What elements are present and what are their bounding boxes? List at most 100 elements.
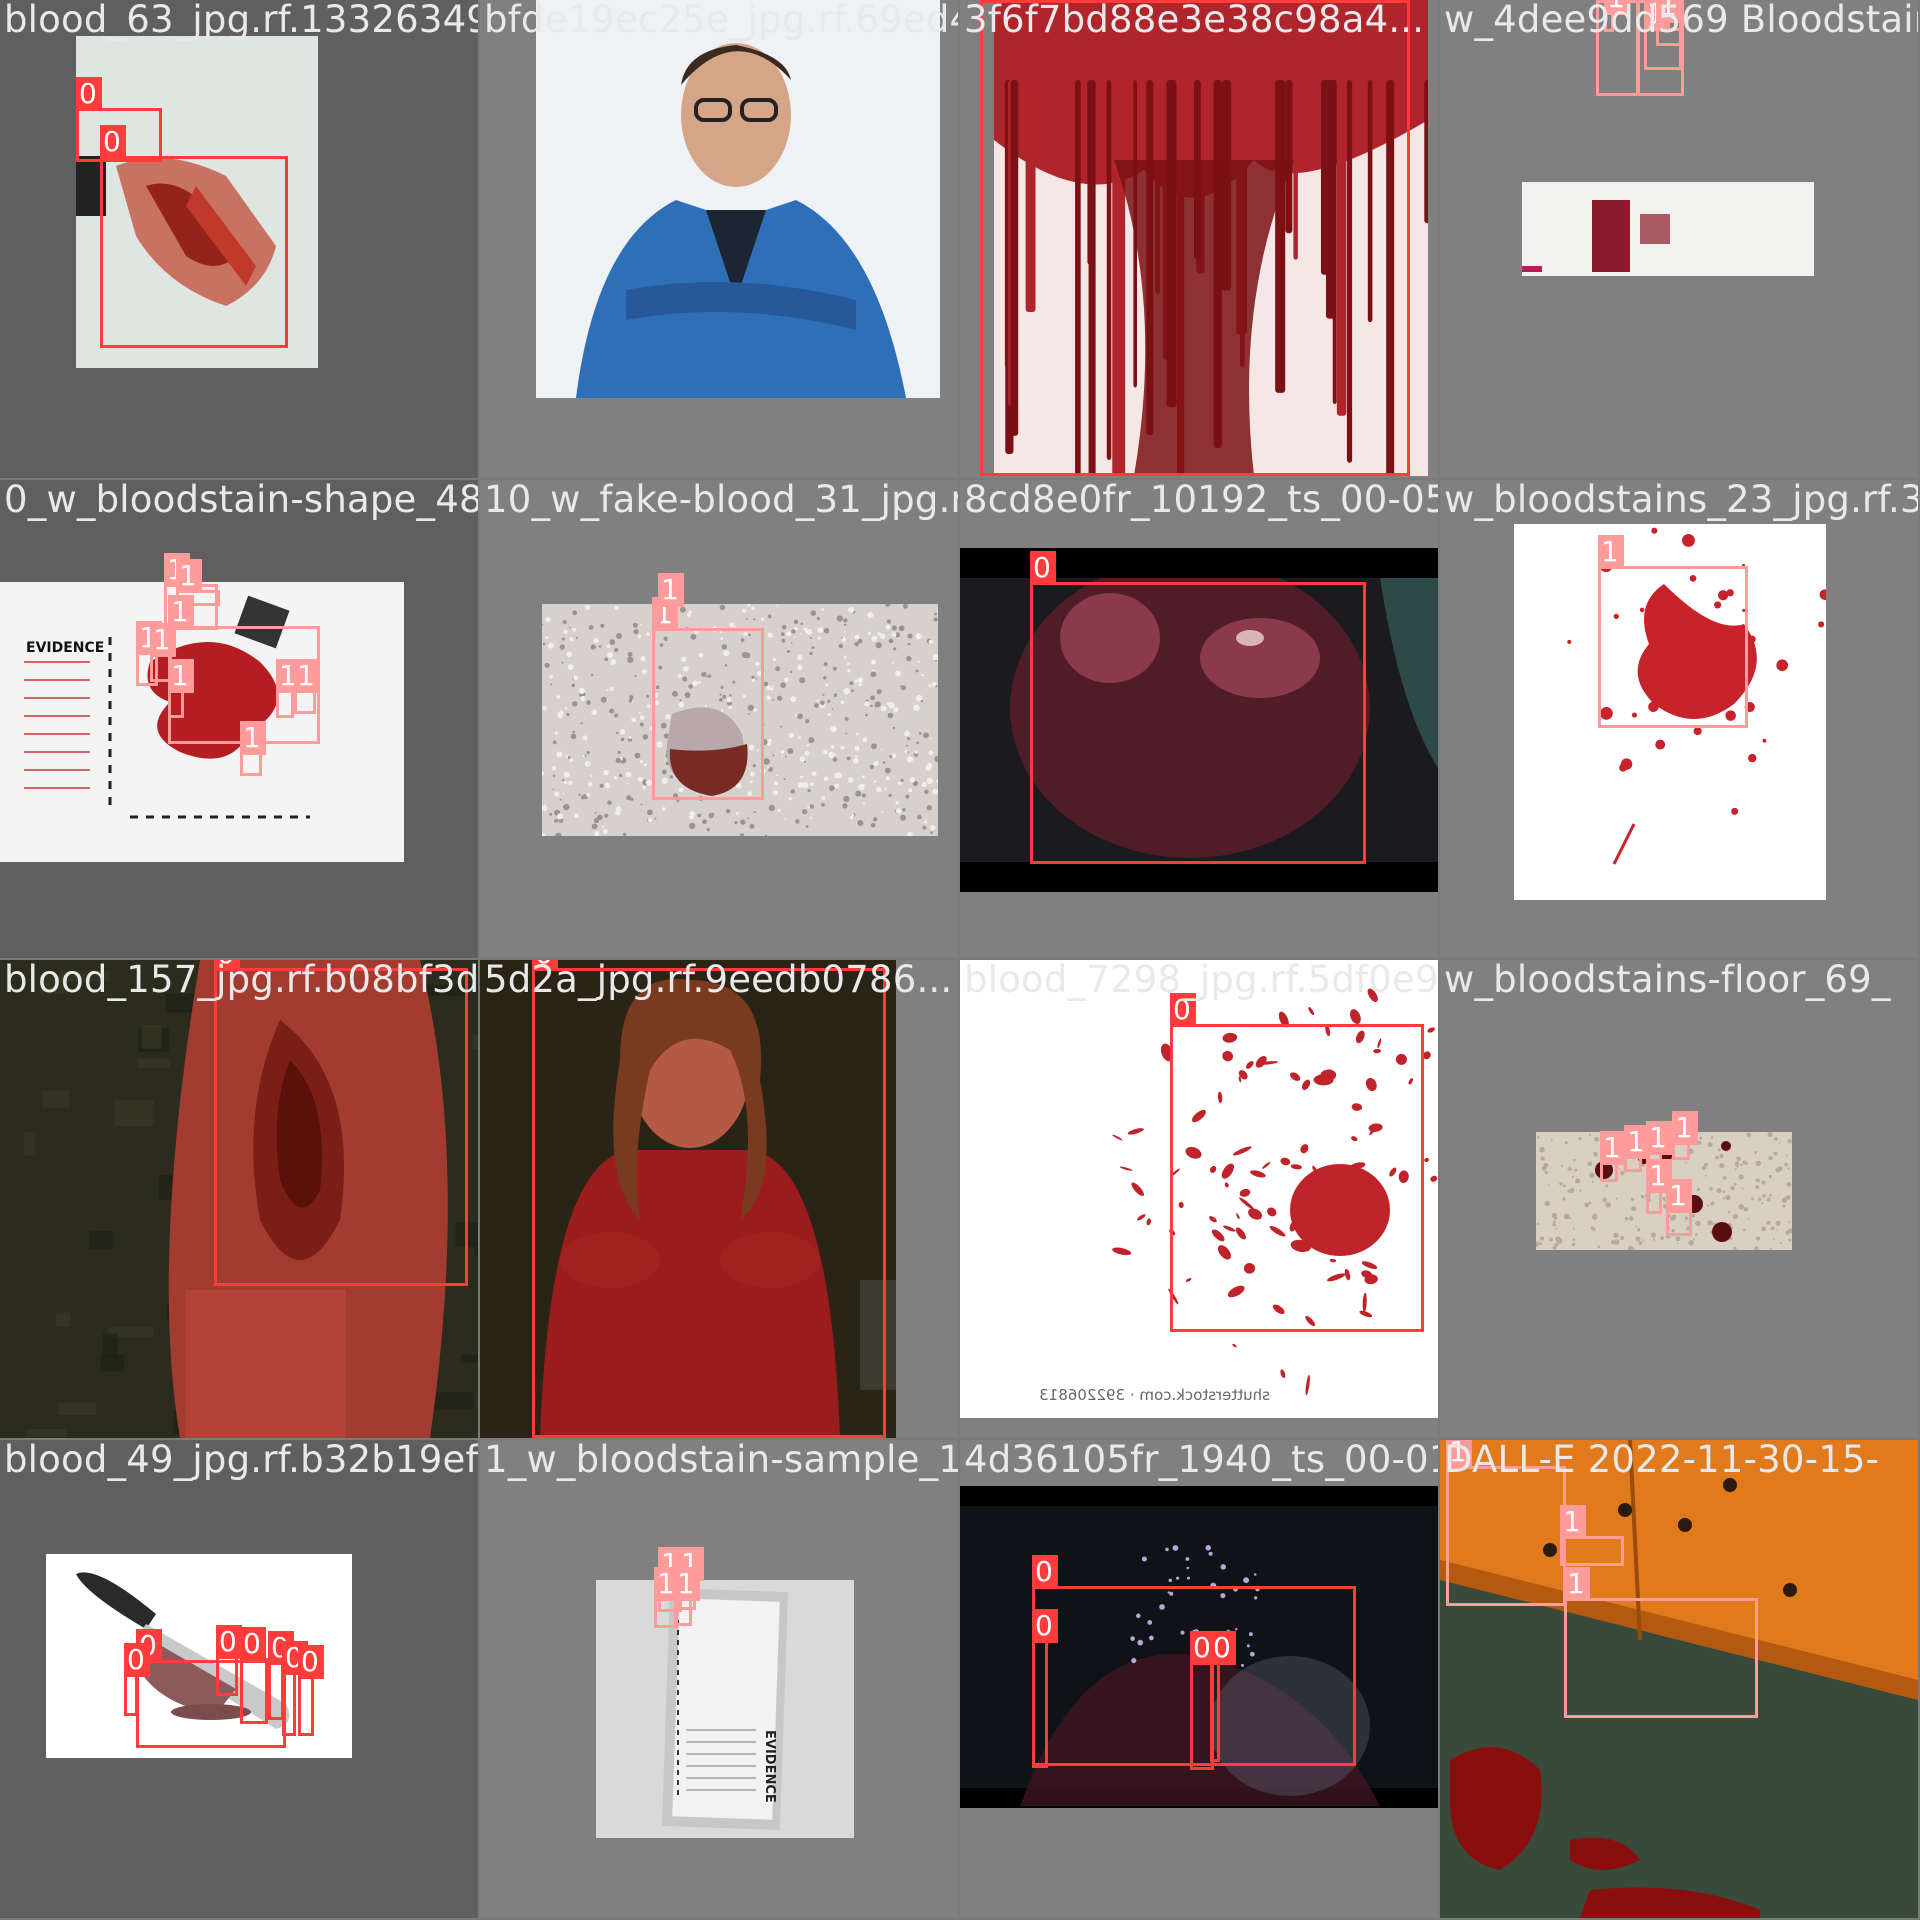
detection-box: 1 — [294, 659, 320, 714]
tile-caption: blood_49_jpg.rf.b32b19efcb4... — [4, 1440, 478, 1481]
class-label: 0 — [1210, 1631, 1236, 1665]
tile-bloodstain-sample-13: EVIDENCE11111_w_bloodstain-sample_13_jpg… — [480, 1440, 958, 1918]
photo-content — [1514, 524, 1826, 900]
class-label: 1 — [1598, 535, 1624, 569]
class-label: 0 — [240, 1627, 266, 1661]
tile-image — [0, 960, 478, 1438]
detection-box: 1 — [276, 659, 302, 718]
detection-box: 0 — [76, 77, 162, 162]
evidence-label: EVIDENCE — [26, 640, 104, 656]
photo-content: EVIDENCE — [0, 582, 404, 862]
detection-box: 0 — [100, 125, 288, 348]
detection-box: 1 — [1672, 1111, 1698, 1160]
class-label: 0 — [1030, 551, 1056, 585]
detection-box: 1 — [1600, 1131, 1626, 1182]
class-label: 0 — [76, 77, 102, 111]
photo-content — [76, 36, 318, 368]
tile-caption: 10_w_fake-blood_31_jpg.rf.90be25 — [484, 480, 958, 521]
tile-blood-157: 0blood_157_jpg.rf.b08bf3deb49c052125b... — [0, 960, 478, 1438]
class-label: 1 — [1600, 1131, 1626, 1165]
detection-box: 0 — [1170, 993, 1424, 1332]
detection-box: 0 — [124, 1643, 150, 1716]
tile-film-frame-10192: 0 8cd8e0fr_10192_ts_00-05-39-733 — [960, 480, 1438, 958]
class-label: 0 — [1032, 1609, 1058, 1643]
photo-content — [480, 960, 896, 1438]
class-label: 1 — [168, 659, 194, 693]
class-label: 1 — [1564, 1567, 1590, 1601]
detection-box: 0 — [298, 1645, 324, 1736]
photo-content — [994, 0, 1428, 476]
detection-box: 1 — [1446, 1440, 1566, 1606]
class-label: 1 — [1560, 1505, 1586, 1539]
photo-content: shutterstock.com · 392206813 — [960, 960, 1438, 1418]
class-label: 0 — [268, 1631, 294, 1665]
evidence-label: EVIDENCE — [762, 1730, 777, 1803]
class-label: 0 — [980, 0, 1006, 3]
detection-box: 1 — [1604, 0, 1630, 32]
detection-box: 1 — [674, 1567, 700, 1626]
photo-content — [536, 0, 940, 398]
class-label: 1 — [1446, 1440, 1472, 1469]
class-label: 0 — [214, 960, 240, 971]
class-label: 0 — [532, 960, 558, 971]
photo-content — [46, 1554, 352, 1758]
class-label: 1 — [1624, 1125, 1650, 1159]
detection-box: 1 — [1564, 1567, 1758, 1718]
tile-caption: 4d36105fr_1940_ts_00-01-06-2 — [964, 1440, 1438, 1481]
class-label: 1 — [1672, 1111, 1698, 1145]
tile-caption: blood_63_jpg.rf.133263496bfd54d0f9259... — [4, 0, 478, 41]
tile-man-in-suit: bfde19ec25e_jpg.rf.69ed42a5ff... — [480, 0, 958, 478]
detection-box: 0 — [1032, 1555, 1356, 1766]
class-label: 1 — [658, 573, 684, 607]
detection-box: 1 — [1656, 0, 1682, 46]
detection-box: 1 — [150, 623, 176, 682]
detection-box: 0 — [282, 1641, 308, 1736]
detection-box: 0 — [1030, 551, 1366, 864]
tile-image — [1514, 524, 1826, 900]
class-label: 1 — [1666, 1179, 1692, 1213]
class-label: 1 — [176, 559, 202, 593]
tile-blood-49: 0000000blood_49_jpg.rf.b32b19efcb4... — [0, 1440, 478, 1918]
class-label: 1 — [1604, 0, 1630, 15]
class-label: 1 — [674, 1567, 700, 1601]
detection-box: 1 — [168, 659, 194, 718]
detection-box: 1 — [652, 597, 764, 800]
class-label: 0 — [1170, 993, 1196, 1027]
tile-image — [1440, 1440, 1918, 1918]
tile-caption: w_bloodstains-floor_69_ — [1444, 960, 1891, 1001]
detection-box: 1 — [1560, 1505, 1624, 1566]
tile-image — [76, 36, 318, 368]
tile-blood-drip-wall: 03f6f7bd88e3e38c98a4... — [960, 0, 1438, 478]
class-label: 1 — [1656, 0, 1682, 23]
watermark-text: shutterstock.com · 392206813 — [1039, 1386, 1270, 1404]
tile-caption: 1_w_bloodstain-sample_13_jpg.rf — [484, 1440, 958, 1481]
tile-blood-girl: 05d2a_jpg.rf.9eedb0786... — [480, 960, 958, 1438]
photo-content — [1522, 182, 1814, 276]
tile-caption: w_bloodstains_23_jpg.rf.3 — [1444, 480, 1918, 521]
class-label: 1 — [1646, 1121, 1672, 1155]
detection-box: 0 — [214, 960, 468, 1286]
photo-content — [0, 960, 478, 1438]
detection-box: 1 — [1598, 535, 1748, 728]
tile-bloodstain-shape-48: EVIDENCE1111111110_w_bloodstain-shape_48… — [0, 480, 478, 958]
photo-content — [1440, 1440, 1918, 1918]
tile-bloodstains-23: 1 w_bloodstains_23_jpg.rf.3 — [1440, 480, 1918, 958]
tile-image — [1522, 182, 1814, 276]
class-label: 1 — [294, 659, 320, 693]
class-label: 0 — [1032, 1555, 1058, 1589]
class-label: 1 — [240, 721, 266, 755]
detection-box: 1 — [658, 573, 684, 628]
photo-content: EVIDENCE — [596, 1580, 854, 1838]
tile-image — [994, 0, 1428, 476]
tile-fake-blood-31: 11 10_w_fake-blood_31_jpg.rf.90be25 — [480, 480, 958, 958]
tile-caption: 8cd8e0fr_10192_ts_00-05-39-733 — [964, 480, 1438, 521]
tile-image — [536, 0, 940, 398]
class-label: 1 — [150, 623, 176, 657]
class-label: 1 — [168, 595, 194, 629]
detection-box: 1 — [1646, 1159, 1672, 1214]
